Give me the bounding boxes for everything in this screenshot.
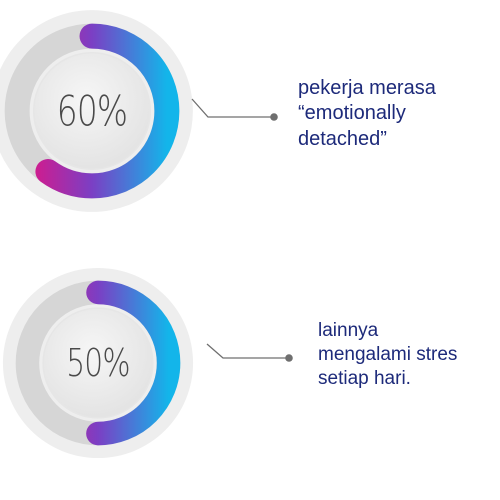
gauge-progress-arc [4,23,180,199]
donut-gauge: 50% [0,265,196,461]
connector-dot [270,113,278,121]
stat-block-daily-stress: 50% lainnya mengalami stres setiap hari. [0,255,500,459]
stat-caption: lainnya mengalami stres setiap hari. [318,320,458,390]
inner-disc [42,307,154,419]
percentage-value: 50% [66,341,130,385]
connector-line [206,343,293,362]
inner-disc [32,51,152,171]
stat-block-emotionally-detached: 60% pekerja merasa “emotionally detached… [0,0,500,220]
stat-caption: pekerja merasa “emotionally detached” [298,77,436,150]
connector-line [191,98,278,121]
percentage-value: 60% [56,86,128,136]
donut-gauge-graphic [2,267,194,459]
donut-gauge-graphic [0,10,193,212]
donut-gauge: 60% [0,7,196,215]
connector-dot [285,354,293,362]
gauge-progress-arc [15,280,181,446]
